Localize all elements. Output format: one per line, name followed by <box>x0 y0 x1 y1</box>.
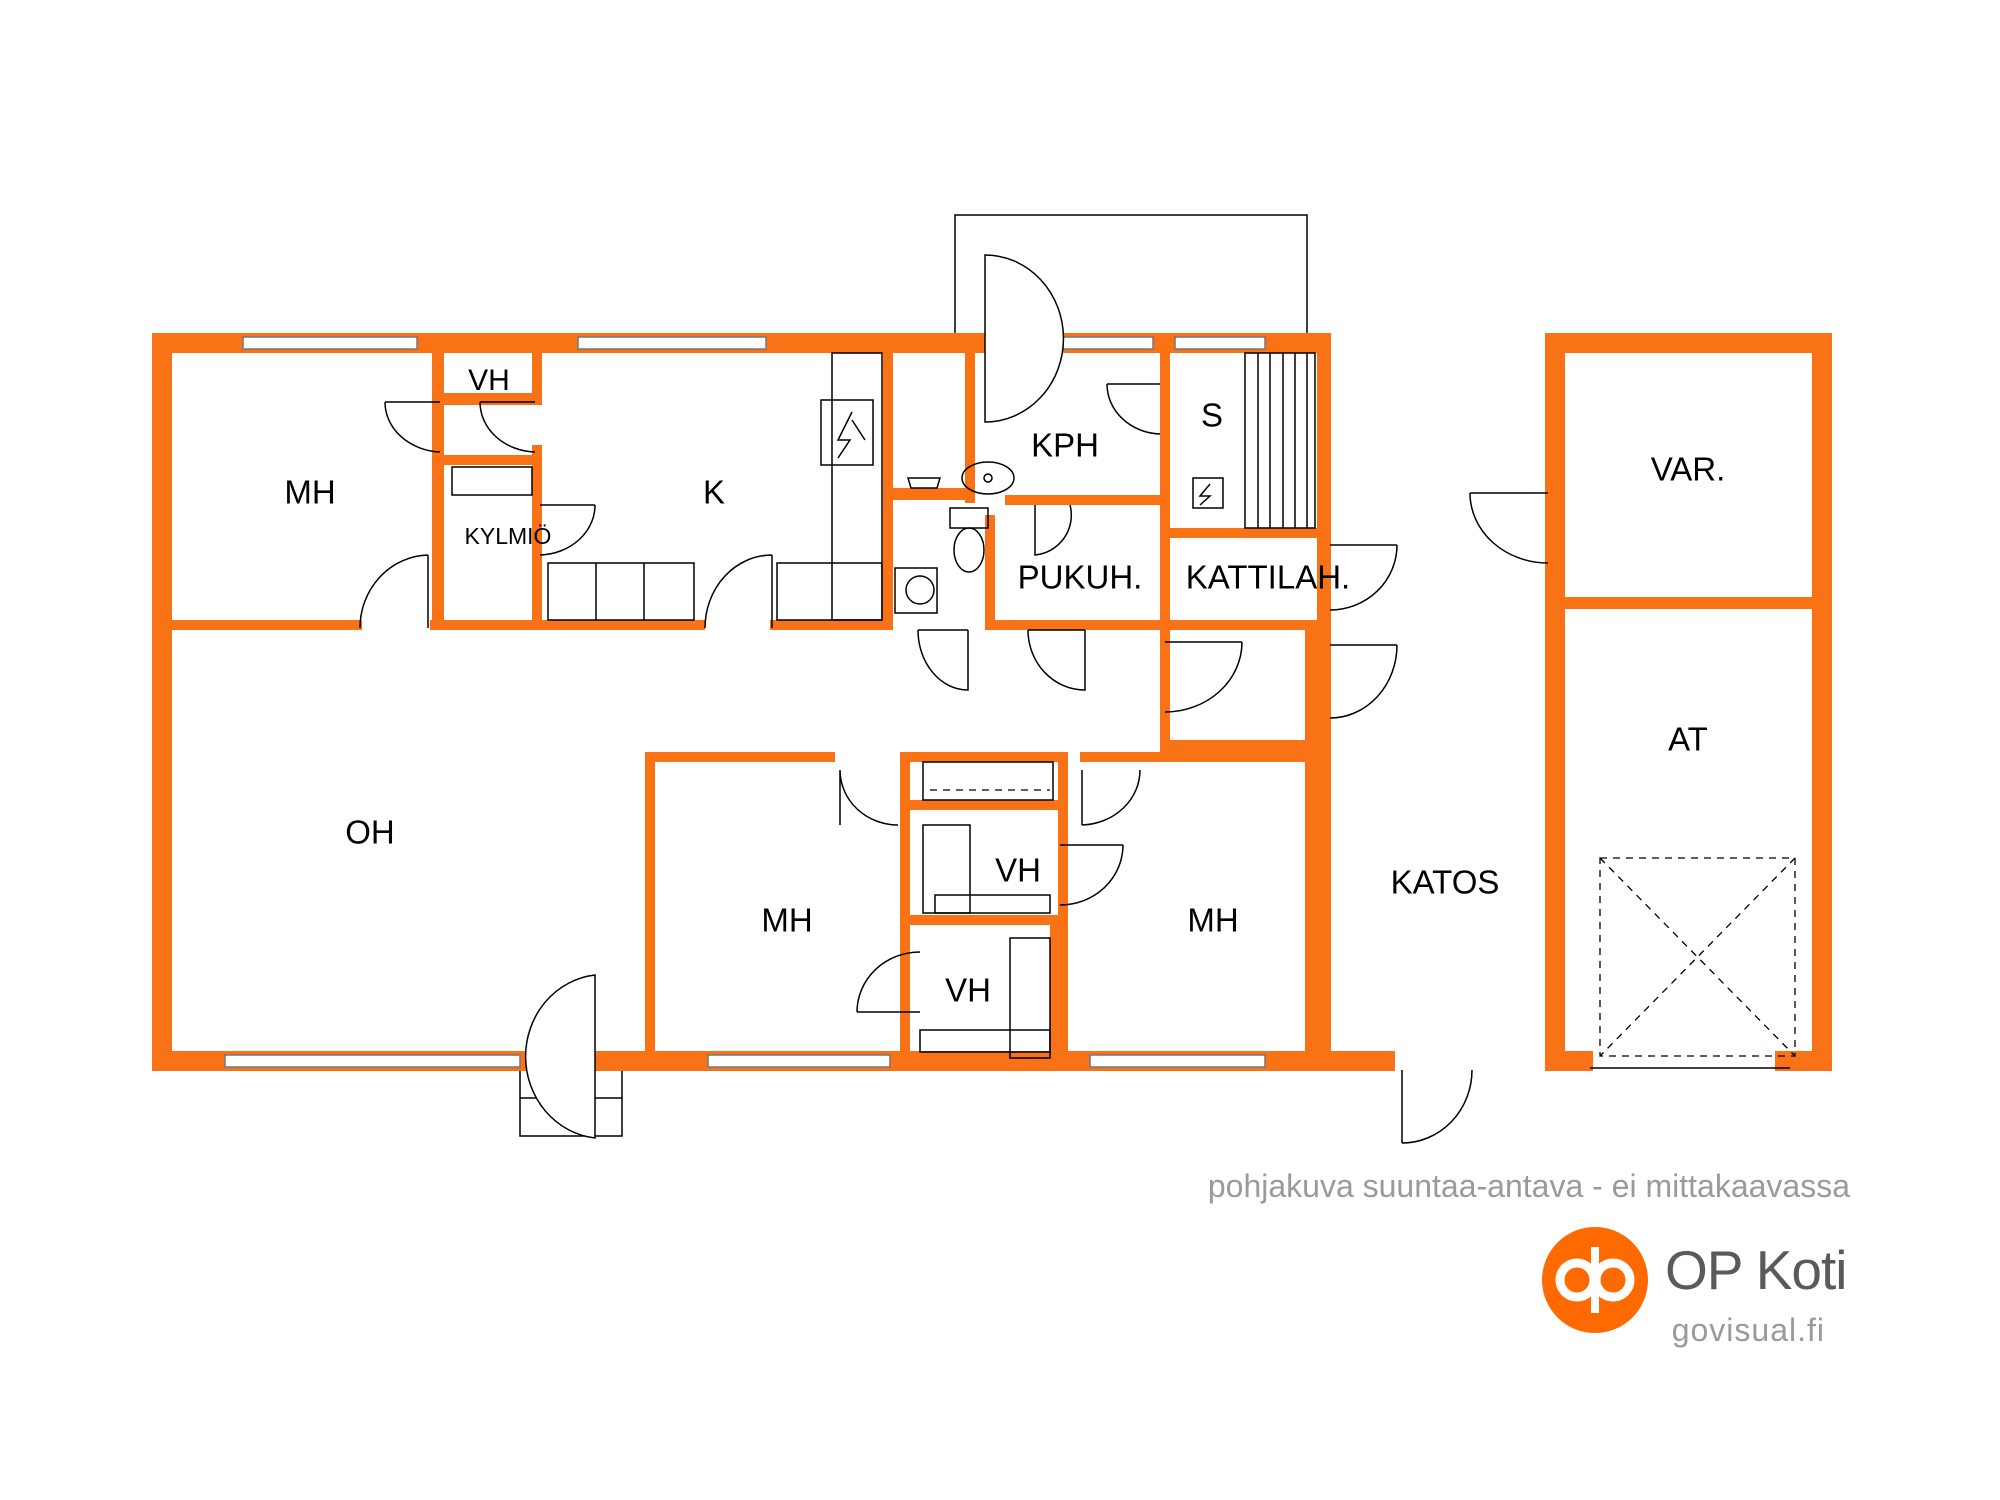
room-label-kylmio: KYLMIÖ <box>465 523 552 549</box>
room-label-pukuh: PUKUH. <box>1018 559 1143 596</box>
windows <box>224 336 1266 1068</box>
room-label-kph: KPH <box>1031 427 1099 464</box>
doors <box>359 254 1549 1144</box>
room-label-vh-low: VH <box>945 972 991 1009</box>
room-label-k: K <box>703 474 725 511</box>
room-label-katos: KATOS <box>1391 864 1500 901</box>
room-label-mh-right: MH <box>1187 902 1238 939</box>
room-label-s: S <box>1201 397 1223 434</box>
room-label-oh: OH <box>345 814 395 851</box>
room-label-mh-mid: MH <box>761 902 812 939</box>
fixtures <box>451 352 1796 1069</box>
room-label-kattilah: KATTILAH. <box>1186 559 1350 596</box>
room-label-at: AT <box>1668 721 1708 758</box>
room-label-var: VAR. <box>1651 451 1726 488</box>
room-label-vh-mid: VH <box>995 852 1041 889</box>
brand-name: OP Koti <box>1665 1239 1848 1301</box>
walls <box>152 333 1832 1071</box>
electric-panel-icon <box>820 399 874 466</box>
disclaimer-text: pohjakuva suuntaa-antava - ei mittakaava… <box>1207 1168 1850 1204</box>
room-label-vh-top: VH <box>468 364 510 397</box>
op-logo-icon <box>1542 1227 1648 1333</box>
room-labels: MH VH KYLMIÖ K KPH S PUKUH. KATTILAH. VA… <box>284 364 1725 1009</box>
room-label-mh-top: MH <box>284 474 335 511</box>
site-url[interactable]: govisual.fi <box>1671 1312 1825 1348</box>
